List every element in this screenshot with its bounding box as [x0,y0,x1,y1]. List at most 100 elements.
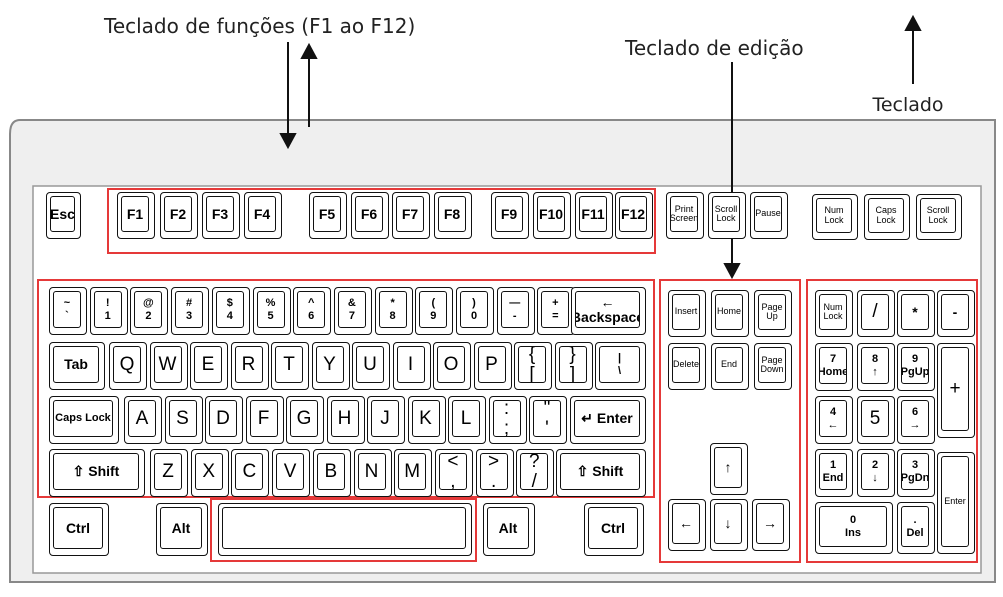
key-t[interactable]: T [271,342,309,390]
key-num-8[interactable]: * 8 [374,287,413,335]
key-v[interactable]: V [272,449,311,497]
numpad-multiply[interactable]: * [897,290,935,337]
numpad-num-lock[interactable]: Num Lock [815,290,853,337]
key-w[interactable]: W [149,342,188,390]
key-f12[interactable]: F12 [615,192,653,239]
key-m[interactable]: M [394,449,433,497]
key-home[interactable]: Home [711,290,749,337]
key-shift-right[interactable]: ⇧ Shift [556,449,646,497]
numpad-decimal[interactable]: . Del [897,502,935,554]
key-e[interactable]: E [190,342,228,390]
key-enter[interactable]: ↵ Enter [570,396,646,444]
key-i[interactable]: I [392,342,431,390]
key-shift-left[interactable]: ⇧ Shift [49,449,145,497]
key-z[interactable]: Z [150,449,188,497]
key-backslash[interactable]: | \ [595,342,646,390]
key-a[interactable]: A [124,396,162,444]
key-num-5[interactable]: % 5 [252,287,291,335]
key-pause[interactable]: Pause [750,192,788,239]
key-d[interactable]: D [205,396,243,444]
key-num-11[interactable]: — - [496,287,535,335]
key-h[interactable]: H [326,396,365,444]
key-alt-left[interactable]: Alt [156,503,208,556]
key-f8[interactable]: F8 [434,192,472,239]
key-caps-lock[interactable]: Caps Lock [49,396,119,444]
key-arrow-down[interactable]: ↓ [710,499,748,551]
numpad-5[interactable]: 5 [857,396,895,444]
numpad-plus[interactable]: + [937,343,975,438]
numpad-3[interactable]: 3 PgDn [897,449,935,497]
key-b[interactable]: B [312,449,351,497]
numpad-4[interactable]: 4 ← [815,396,853,444]
key-num-7[interactable]: & 7 [333,287,372,335]
key-num-10[interactable]: ) 0 [456,287,494,335]
key-f2[interactable]: F2 [160,192,198,239]
key-f4[interactable]: F4 [244,192,282,239]
key-k[interactable]: K [407,396,446,444]
key-num-6[interactable]: ^ 6 [293,287,332,335]
key-insert[interactable]: Insert [668,290,706,337]
numpad-9[interactable]: 9 PgUp [897,343,935,391]
indicator-num-lock[interactable]: Num Lock [812,194,858,240]
key-page-down[interactable]: Page Down [754,343,792,390]
key-sym-11[interactable]: { [ [514,342,552,390]
key-o[interactable]: O [433,342,471,390]
indicator-caps-lock[interactable]: Caps Lock [864,194,910,240]
key-end[interactable]: End [711,343,749,390]
key-x[interactable]: X [190,449,229,497]
key-n[interactable]: N [353,449,392,497]
key-arrow-left[interactable]: ← [668,499,706,551]
key-s[interactable]: S [164,396,203,444]
key-u[interactable]: U [352,342,390,390]
key-num-4[interactable]: $ 4 [211,287,250,335]
numpad-divide[interactable]: / [857,290,895,337]
key-num-0[interactable]: ~ ` [49,287,87,335]
key-f7[interactable]: F7 [392,192,430,239]
key-sym-9[interactable]: > . [475,449,514,497]
key-sym-10[interactable]: ? / [516,449,555,497]
key-print-screen[interactable]: Print Screen [666,192,704,239]
key-sym-12[interactable]: } ] [554,342,593,390]
key-l[interactable]: L [448,396,486,444]
key-f1[interactable]: F1 [117,192,155,239]
numpad-1[interactable]: 1 End [815,449,853,497]
numpad-6[interactable]: 6 → [897,396,935,444]
key-p[interactable]: P [473,342,512,390]
key-sym-8[interactable]: < , [434,449,473,497]
key-page-up[interactable]: Page Up [754,290,792,337]
key-num-9[interactable]: ( 9 [415,287,454,335]
key-tab[interactable]: Tab [49,342,105,390]
key-num-3[interactable]: # 3 [171,287,210,335]
key-num-12[interactable]: + = [537,287,576,335]
key-delete[interactable]: Delete [668,343,706,390]
space-bar[interactable] [218,503,472,556]
numpad-minus[interactable]: - [937,290,975,337]
key-ctrl-right[interactable]: Ctrl [584,503,644,556]
key-r[interactable]: R [230,342,269,390]
key-sym-11[interactable]: " ' [529,396,567,444]
key-esc[interactable]: Esc [46,192,81,239]
key-backspace[interactable]: ← Backspace [571,287,646,335]
indicator-scroll-lock[interactable]: Scroll Lock [916,194,962,240]
key-num-2[interactable]: @ 2 [130,287,169,335]
numpad-7[interactable]: 7 Home [815,343,853,391]
key-f[interactable]: F [245,396,284,444]
key-f5[interactable]: F5 [309,192,347,239]
key-sym-10[interactable]: : ; [488,396,527,444]
numpad-8[interactable]: 8 ↑ [857,343,895,391]
key-arrow-right[interactable]: → [752,499,790,551]
numpad-2[interactable]: 2 ↓ [857,449,895,497]
key-g[interactable]: G [286,396,324,444]
numpad-0[interactable]: 0 Ins [815,502,893,554]
key-j[interactable]: J [367,396,405,444]
key-ctrl-left[interactable]: Ctrl [49,503,109,556]
key-scroll-lock[interactable]: Scroll Lock [708,192,746,239]
key-f3[interactable]: F3 [202,192,240,239]
key-f10[interactable]: F10 [533,192,571,239]
key-alt-right[interactable]: Alt [483,503,535,556]
key-f6[interactable]: F6 [351,192,389,239]
numpad-enter[interactable]: Enter [937,452,975,554]
key-f9[interactable]: F9 [491,192,529,239]
key-q[interactable]: Q [109,342,147,390]
key-arrow-up[interactable]: ↑ [710,443,748,495]
